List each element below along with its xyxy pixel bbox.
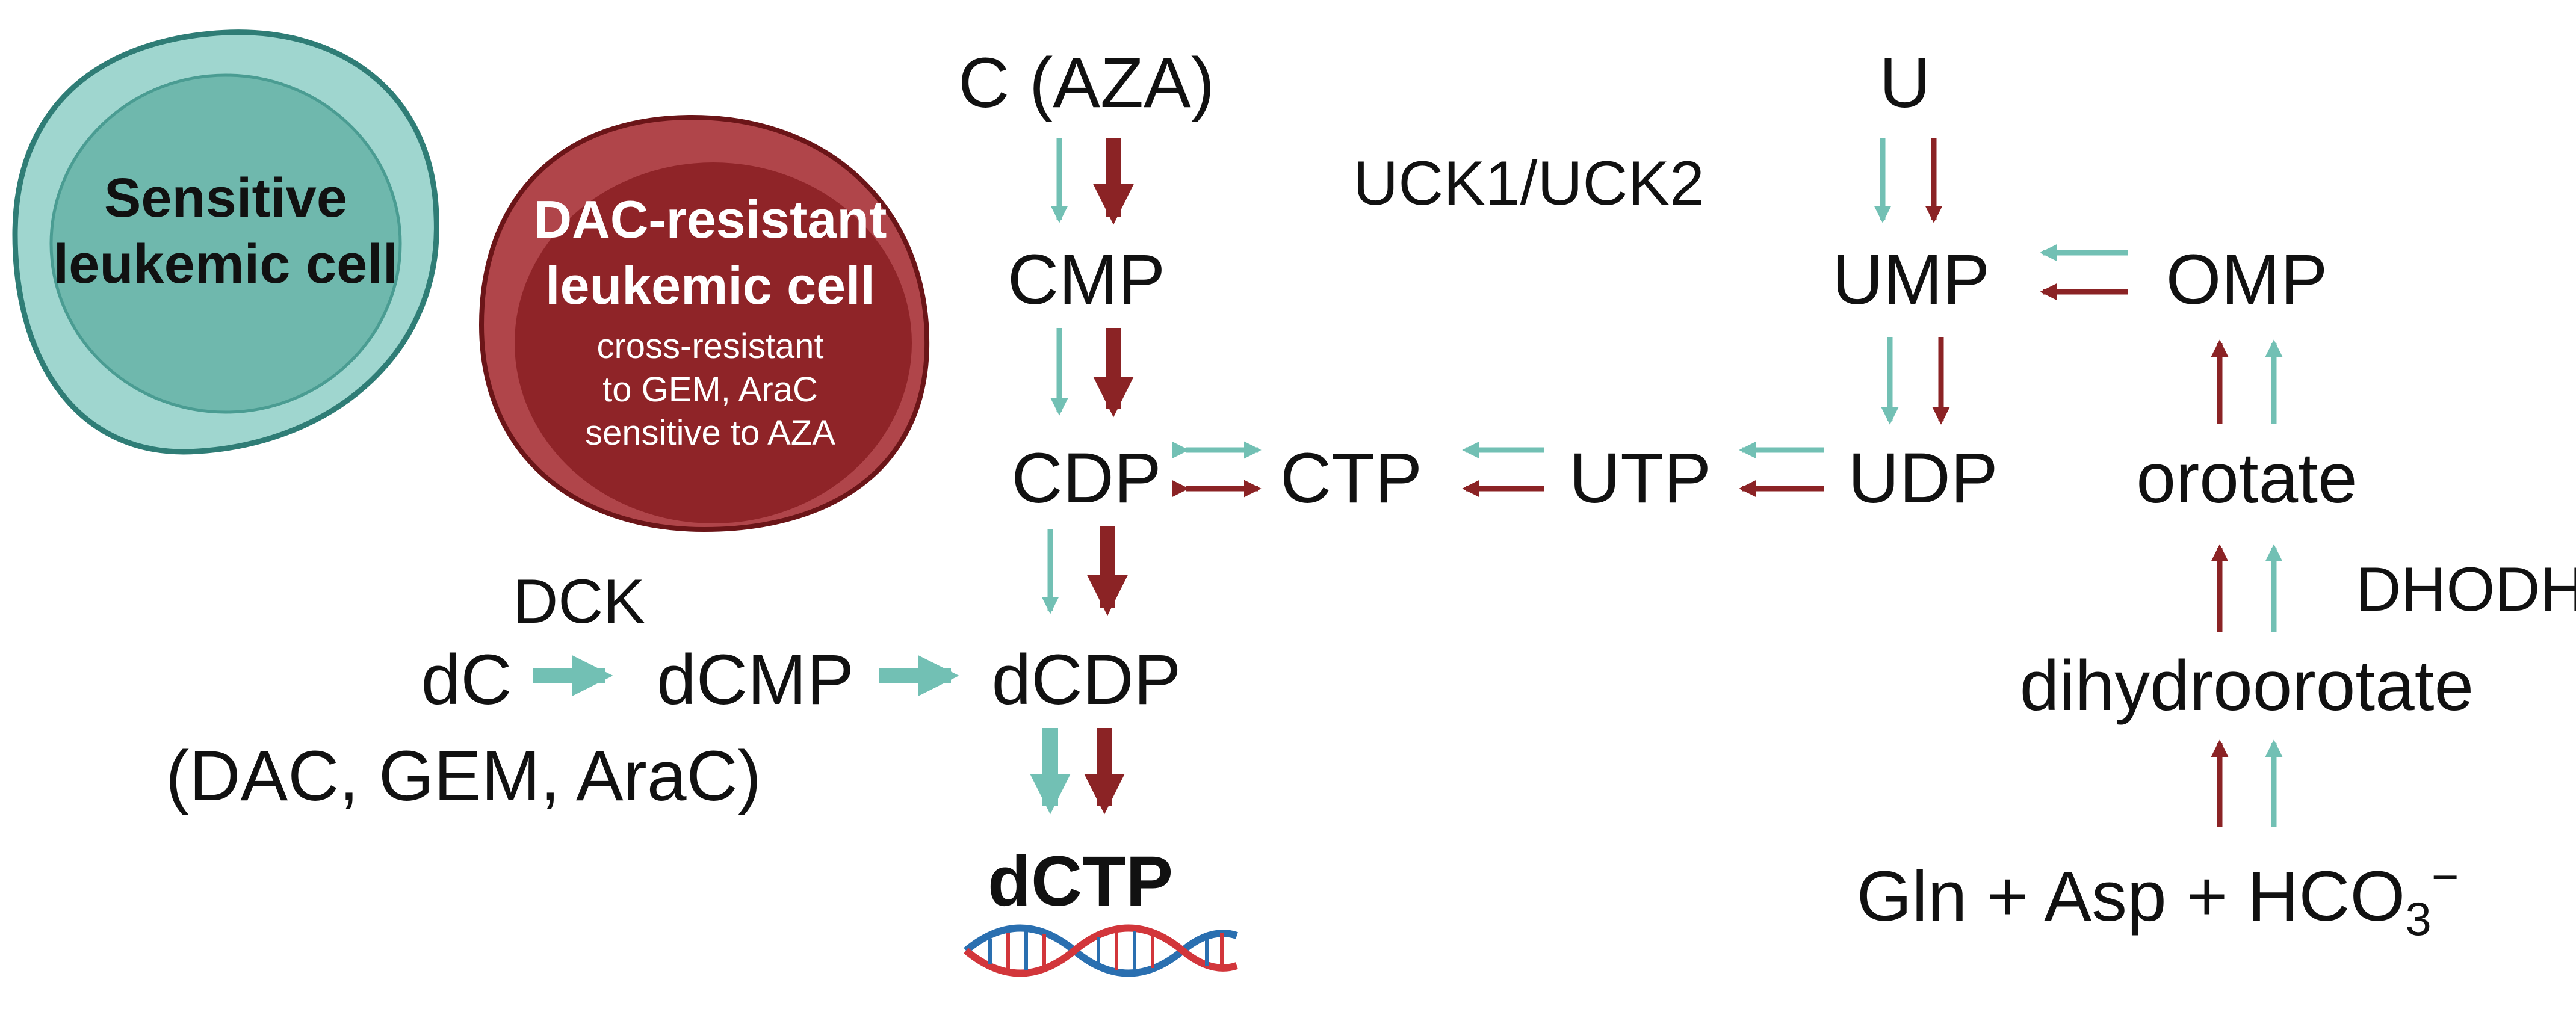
sensitive-cell-label-line2: leukemic cell (54, 233, 398, 295)
sensitive-cell: Sensitive leukemic cell (12, 29, 439, 455)
node-dihydroorotate: dihydroorotate (2020, 646, 2474, 726)
node-dctp: dCTP (988, 842, 1173, 921)
node-ump: UMP (1832, 240, 1990, 319)
node-dc: dC (421, 640, 512, 720)
node-ctp: CTP (1280, 439, 1422, 518)
resistant-cell-sub-line2: to GEM, AraC (602, 370, 818, 409)
enzyme-uck: UCK1/UCK2 (1353, 149, 1704, 218)
node-omp: OMP (2166, 240, 2328, 319)
node-precursors: Gln + Asp + HCO3− (1857, 850, 2459, 945)
resistant-cell-sub-line1: cross-resistant (596, 327, 823, 366)
enzyme-dhodh: DHODH (2356, 555, 2576, 625)
node-cmp: CMP (1008, 240, 1165, 319)
node-utp: UTP (1569, 439, 1711, 518)
node-udp: UDP (1848, 439, 1998, 518)
resistant-cell-sub-line3: sensitive to AZA (585, 413, 835, 452)
node-dcdp: dCDP (992, 640, 1181, 720)
node-orotate: orotate (2136, 439, 2357, 518)
node-dcmp: dCMP (657, 640, 854, 720)
node-dc-drugs: (DAC, GEM, AraC) (166, 736, 761, 816)
dna-helix-icon (964, 924, 1238, 977)
sensitive-cell-label-line1: Sensitive (104, 167, 347, 229)
node-u: U (1879, 43, 1930, 123)
resistant-cell: DAC-resistant leukemic cell cross-resist… (478, 114, 930, 532)
resistant-cell-label-line2: leukemic cell (545, 256, 875, 315)
node-c-aza: C (AZA) (958, 43, 1215, 123)
node-cdp: CDP (1011, 439, 1161, 518)
resistant-cell-label-line1: DAC-resistant (534, 190, 887, 249)
enzyme-dck: DCK (513, 567, 645, 637)
